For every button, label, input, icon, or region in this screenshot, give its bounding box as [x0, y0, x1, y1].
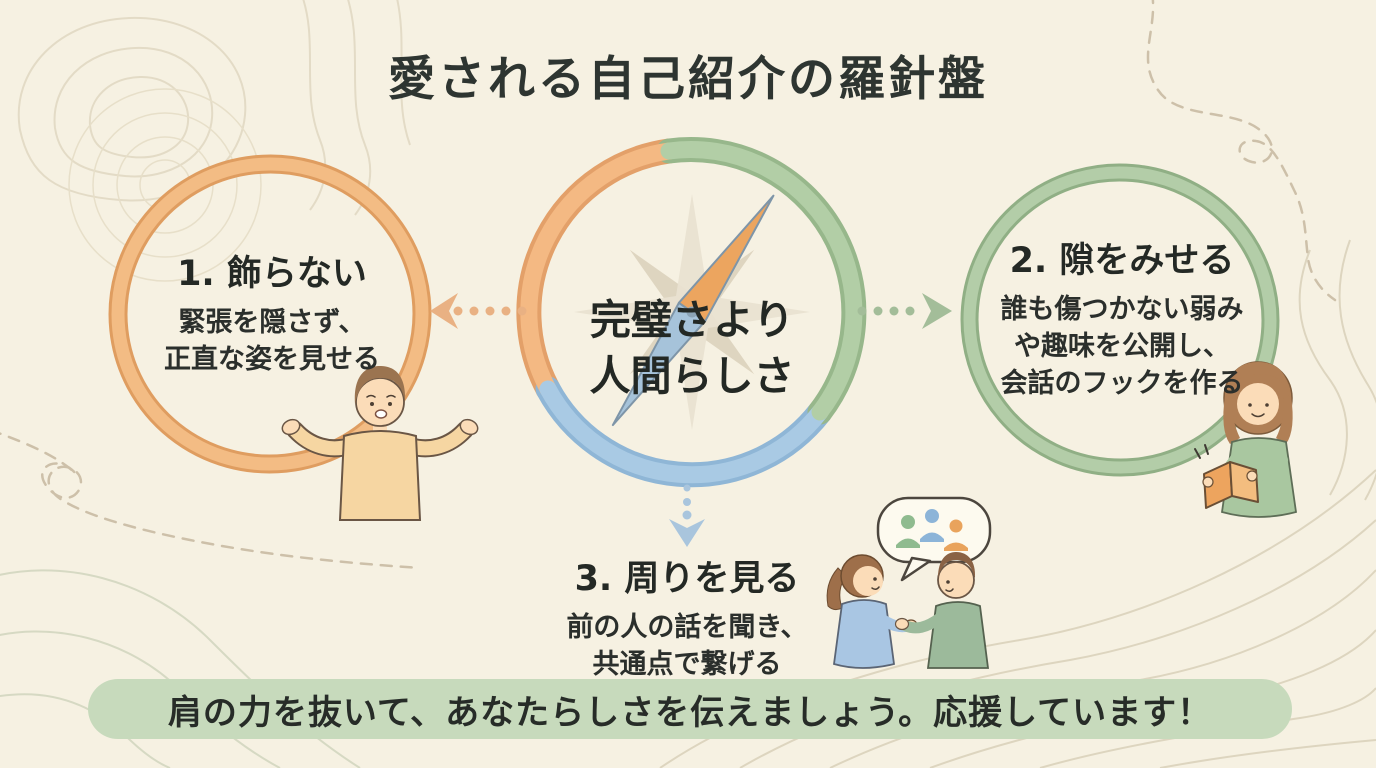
compass-label-line: 人間らしさ [589, 352, 795, 400]
page-title: 愛される自己紹介の羅針盤 [388, 52, 988, 107]
point-2-line: 会話のフックを作る [1000, 368, 1244, 399]
dotted-arrow-right-icon [857, 293, 952, 329]
compass-rose-icon [574, 194, 810, 430]
point-1-text-block: 1. 飾らない 緊張を隠さず、 正直な姿を見せる [112, 245, 432, 378]
footer-banner: 肩の力を抜いて、あなたらしさを伝えましょう。応援しています！ [88, 679, 1292, 739]
point-2-line: や趣味を公開し、 [1014, 331, 1230, 362]
point-2-heading: 2. 隙をみせる [1009, 241, 1235, 281]
two-people-talking-illustration [826, 496, 992, 669]
footer-message: 肩の力を抜いて、あなたらしさを伝えましょう。応援しています！ [167, 692, 1213, 733]
group-speech-bubble-icon [876, 496, 992, 582]
man-open-arms-illustration [281, 366, 479, 521]
point-3-heading: 3. 周りを見る [574, 559, 800, 599]
concentric-arcs-decoration [68, 88, 262, 282]
dashed-path-decoration [0, 0, 1337, 570]
point-1-heading: 1. 飾らない [177, 254, 367, 294]
compass-center-label: 完璧さより 人間らしさ [532, 292, 852, 404]
point-2-text-block: 2. 隙をみせる 誰も傷つかない弱み や趣味を公開し、 会話のフックを作る [962, 232, 1282, 402]
point-2-line: 誰も傷つかない弱み [1000, 294, 1244, 325]
point-3-line: 前の人の話を聞き、 [566, 612, 808, 643]
dotted-arrow-down-icon [669, 484, 705, 547]
compass-ring [516, 137, 867, 488]
dotted-arrow-left-icon [430, 293, 527, 329]
point-3-text-block: 3. 周りを見る 前の人の話を聞き、 共通点で繋げる [527, 550, 847, 683]
point-1-line: 緊張を隠さず、 [178, 307, 366, 338]
compass-label-line: 完璧さより [589, 296, 795, 344]
point-3-line: 共通点で繋げる [592, 649, 782, 680]
point-1-ring [108, 154, 432, 474]
point-1-line: 正直な姿を見せる [164, 344, 380, 375]
woman-reading-illustration [1194, 361, 1298, 518]
point-2-ring [960, 163, 1280, 477]
